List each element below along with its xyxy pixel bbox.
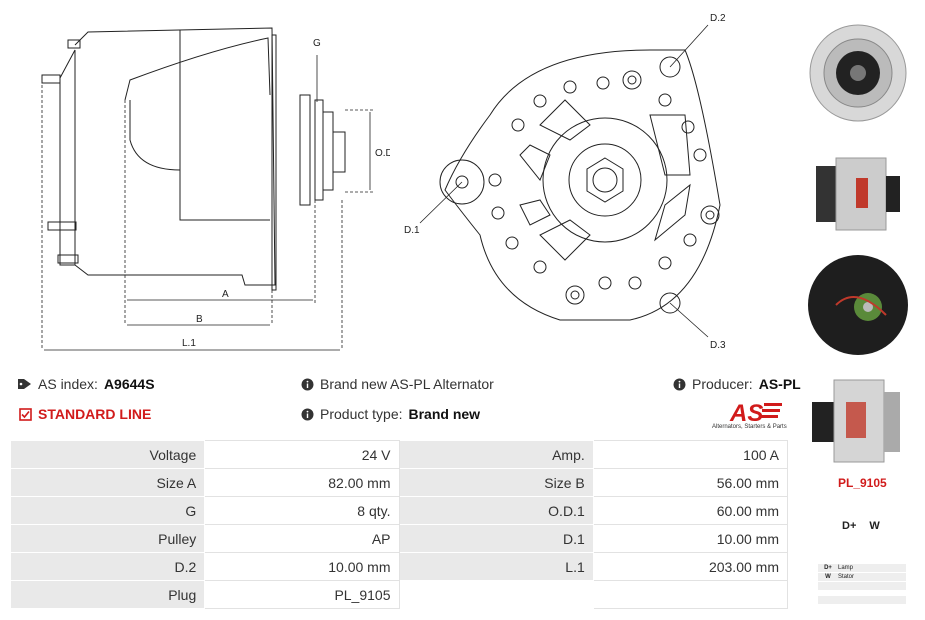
legend-pin: W [825, 574, 831, 580]
product-photo-side[interactable] [806, 148, 908, 238]
legend-desc: Stator [838, 574, 855, 580]
legend-row [818, 596, 906, 604]
product-type-value: Brand new [408, 406, 481, 422]
legend-row [818, 582, 906, 590]
as-index-value: A9644S [103, 376, 155, 392]
spec-label [398, 580, 594, 609]
spec-value: PL_9105 [204, 580, 400, 609]
brand-row: Brand new AS-PL Alternator [300, 376, 494, 392]
product-type-label: Product type: [320, 406, 403, 422]
product-photo-rear[interactable] [806, 245, 908, 365]
as-index-label: AS index: [38, 376, 98, 392]
legend-pin: D+ [824, 565, 832, 571]
label-a: A [222, 289, 229, 300]
spec-label: Size B [398, 468, 594, 497]
plug-pins: D+ W [842, 520, 880, 532]
label-g: G [313, 38, 321, 49]
logo-text: AS [729, 400, 763, 425]
product-photo-front[interactable] [806, 5, 908, 143]
table-row: Plug PL_9105 [9, 580, 789, 609]
legend-desc: Lamp [838, 565, 854, 571]
table-row: Size A 82.00 mm Size B 56.00 mm [9, 468, 789, 497]
spec-label: Pulley [9, 524, 206, 553]
spec-value: 10.00 mm [592, 524, 789, 553]
side-view-drawing: G O.D.1 A B L.1 [41, 27, 390, 351]
as-index-row: AS index: A9644S [18, 376, 155, 392]
producer-value: AS-PL [758, 376, 801, 392]
producer-label: Producer: [692, 376, 753, 392]
spec-label: L.1 [398, 552, 594, 581]
spec-value [592, 580, 789, 609]
table-row: Voltage 24 V Amp. 100 A [9, 440, 789, 469]
product-photo-angle[interactable] [806, 372, 908, 470]
spec-value: AP [204, 524, 400, 553]
table-row: D.2 10.00 mm L.1 203.00 mm [9, 552, 789, 581]
legend-row: D+ Lamp [818, 564, 906, 572]
brand-text: Brand new AS-PL Alternator [320, 376, 494, 392]
spec-label: Size A [9, 468, 206, 497]
spec-label: Voltage [9, 440, 206, 469]
spec-table: Voltage 24 V Amp. 100 A Size A 82.00 mm … [9, 440, 789, 609]
spec-label: D.2 [9, 552, 206, 581]
label-d3: D.3 [710, 340, 726, 351]
producer-row: Producer: AS-PL [672, 376, 801, 392]
spec-value: 8 qty. [204, 496, 400, 525]
front-view-drawing: D.2 D.3 D.1 [404, 13, 726, 351]
spec-value: 82.00 mm [204, 468, 400, 497]
spec-label: G [9, 496, 206, 525]
logo-tagline: Alternators, Starters & Parts [712, 424, 787, 430]
table-row: G 8 qty. O.D.1 60.00 mm [9, 496, 789, 525]
info-circle-icon [672, 377, 686, 391]
label-d2: D.2 [710, 13, 726, 24]
check-square-icon [18, 407, 32, 421]
table-row: Pulley AP D.1 10.00 mm [9, 524, 789, 553]
spec-label: O.D.1 [398, 496, 594, 525]
as-pl-logo: AS Alternators, Starters & Parts [712, 399, 792, 433]
spec-label: Amp. [398, 440, 594, 469]
spec-label: Plug [9, 580, 206, 609]
standard-line-badge: STANDARD LINE [18, 406, 151, 422]
plug-name[interactable]: PL_9105 [838, 476, 887, 490]
spec-value: 10.00 mm [204, 552, 400, 581]
spec-value: 24 V [204, 440, 400, 469]
spec-value: 56.00 mm [592, 468, 789, 497]
spec-value: 100 A [592, 440, 789, 469]
label-od1: O.D.1 [375, 148, 390, 159]
info-circle-icon [300, 407, 314, 421]
spec-value: 203.00 mm [592, 552, 789, 581]
label-b: B [196, 314, 203, 325]
info-circle-icon [300, 377, 314, 391]
standard-line-text: STANDARD LINE [38, 406, 152, 422]
label-d1: D.1 [404, 225, 420, 236]
label-l1: L.1 [182, 338, 196, 349]
tag-icon [18, 377, 32, 391]
plug-legend: D+ Lamp W Stator [818, 564, 906, 605]
spec-value: 60.00 mm [592, 496, 789, 525]
product-type-row: Product type: Brand new [300, 406, 480, 422]
legend-row: W Stator [818, 573, 906, 581]
spec-label: D.1 [398, 524, 594, 553]
